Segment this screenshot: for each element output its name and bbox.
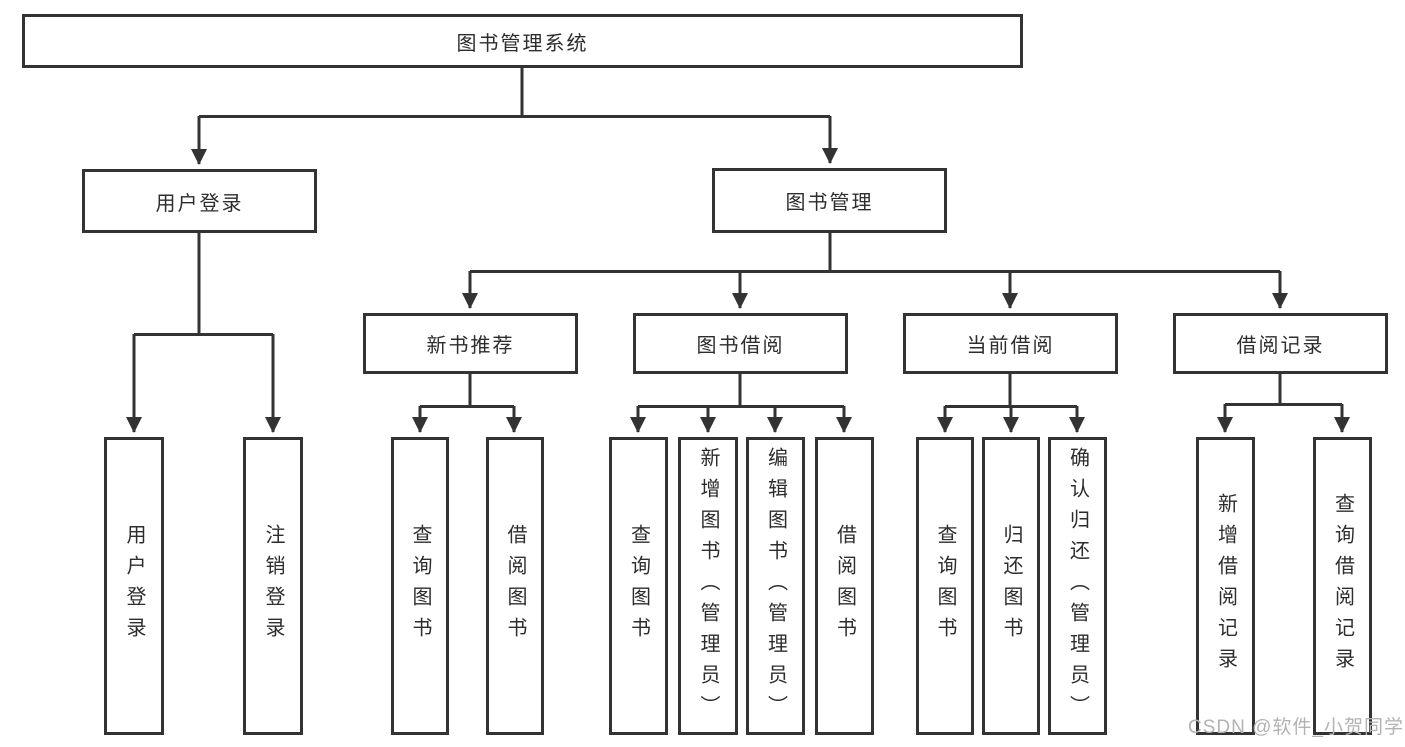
node-library-management-system: 图书管理系统	[22, 14, 1023, 68]
node-book-borrowing: 图书借阅	[633, 313, 848, 374]
leaf-add-borrow-record: 新增借阅记录	[1196, 437, 1255, 735]
node-borrowing-records: 借阅记录	[1173, 313, 1388, 374]
leaf-add-books-admin: 新增图书（管理员）	[678, 437, 738, 735]
leaf-query-books-current: 查询图书	[916, 437, 974, 735]
node-user-login: 用户登录	[82, 169, 317, 233]
node-book-management: 图书管理	[712, 168, 947, 233]
leaf-return-books: 归还图书	[982, 437, 1040, 735]
leaf-borrow-books: 借阅图书	[815, 437, 874, 735]
leaf-logout: 注销登录	[243, 437, 303, 735]
node-current-borrowing: 当前借阅	[903, 313, 1118, 374]
leaf-query-books-borrow: 查询图书	[609, 437, 668, 735]
leaf-confirm-return-admin: 确认归还（管理员）	[1048, 437, 1107, 735]
node-new-book-recommendation: 新书推荐	[363, 313, 578, 374]
leaf-query-books-recommend: 查询图书	[391, 437, 449, 735]
leaf-user-login: 用户登录	[104, 437, 164, 735]
leaf-borrow-books-recommend: 借阅图书	[486, 437, 544, 735]
leaf-query-borrow-record: 查询借阅记录	[1313, 437, 1372, 735]
csdn-watermark: CSDN @软件_小贺同学	[1188, 717, 1404, 738]
leaf-edit-books-admin: 编辑图书（管理员）	[746, 437, 805, 735]
